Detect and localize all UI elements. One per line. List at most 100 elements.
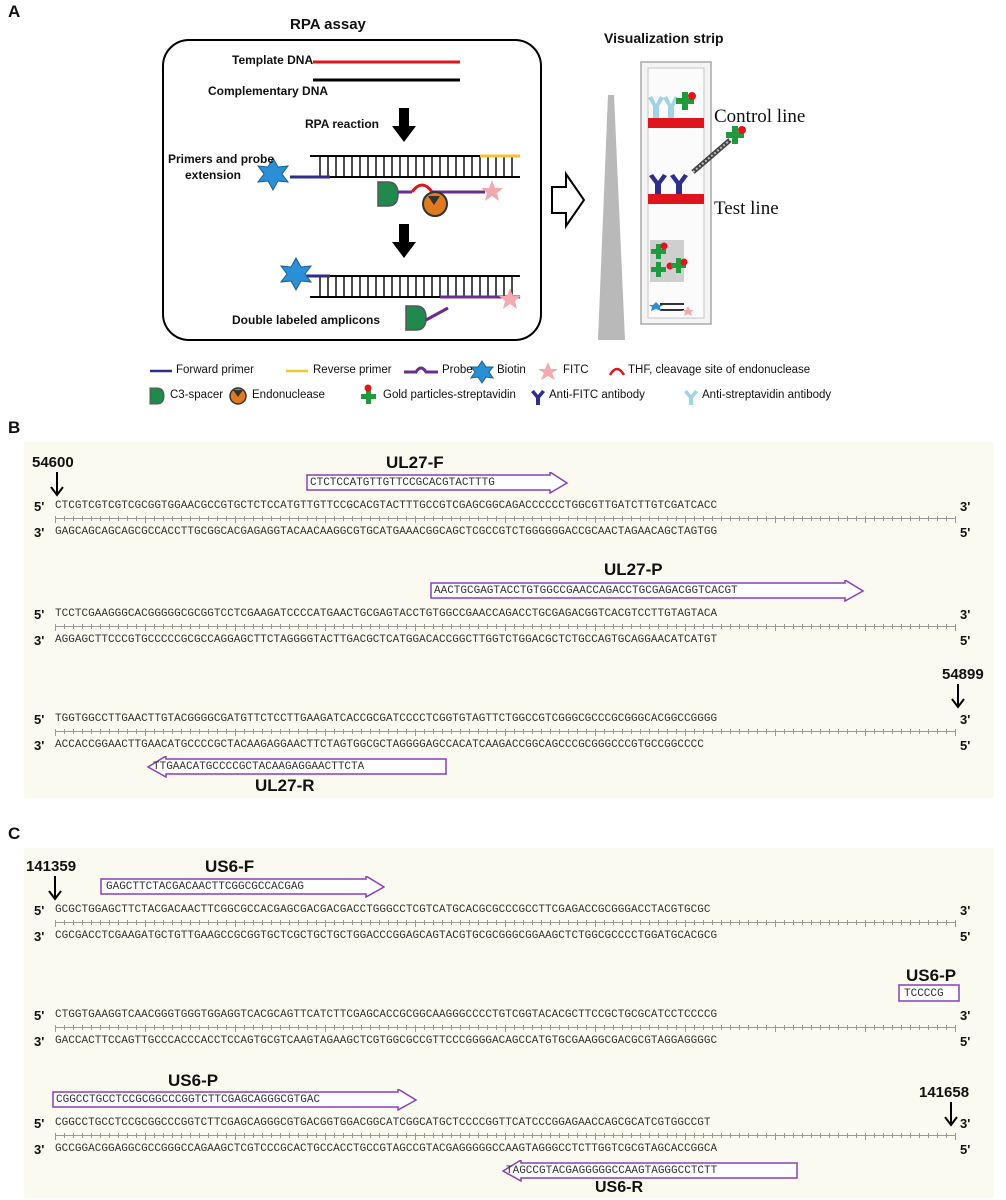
ruler-tick [199, 516, 200, 521]
ruler-tick [775, 1025, 776, 1032]
ruler-tick [253, 516, 254, 521]
ruler-tick [514, 516, 515, 521]
ruler-tick [208, 516, 209, 521]
ruler-tick [163, 1133, 164, 1138]
ruler-tick [100, 920, 101, 925]
ruler-tick [316, 920, 317, 925]
ruler-tick [829, 516, 830, 521]
ruler-tick [496, 516, 497, 521]
ruler-tick [325, 729, 326, 736]
ruler-tick [478, 920, 479, 925]
ruler-tick [703, 729, 704, 734]
ruler-tick [496, 920, 497, 925]
ruler-tick [739, 1025, 740, 1030]
ruler-tick [127, 1133, 128, 1138]
b-row3-3prime-bottom: 3' [34, 738, 45, 753]
ruler-tick [649, 516, 650, 521]
ruler-tick [109, 624, 110, 629]
ruler-tick [793, 624, 794, 629]
ruler-tick [388, 1025, 389, 1030]
ruler-tick [874, 920, 875, 925]
ruler-tick [325, 1133, 326, 1140]
ruler-tick [550, 729, 551, 734]
strip-title: Visualization strip [604, 30, 724, 46]
b-end-arrow [951, 684, 965, 709]
ruler-tick [226, 1025, 227, 1030]
ruler-tick [118, 920, 119, 925]
ruler-tick [136, 624, 137, 629]
ruler-tick [874, 1025, 875, 1030]
ruler-tick [613, 729, 614, 734]
ruler-tick [649, 729, 650, 734]
us6-p-seq-1: TCCCCG [904, 988, 944, 1000]
ruler-tick [901, 920, 902, 925]
ruler-tick [361, 729, 362, 734]
ruler-tick [703, 1133, 704, 1138]
ruler-tick [613, 1025, 614, 1030]
ruler-tick [541, 920, 542, 925]
ruler-tick [136, 1133, 137, 1138]
ruler-tick [433, 624, 434, 629]
ruler-tick [937, 1133, 938, 1138]
ul27-p-label: UL27-P [604, 560, 663, 579]
ruler-tick [163, 516, 164, 521]
ruler-tick [64, 516, 65, 521]
ruler-tick [208, 624, 209, 629]
ruler-tick [757, 624, 758, 629]
ruler-tick [55, 1133, 56, 1140]
ruler-tick [163, 624, 164, 629]
ruler-tick [415, 624, 416, 631]
reaction-arrow-2-shaft [399, 224, 409, 244]
ruler-tick [874, 516, 875, 521]
ruler-tick [370, 729, 371, 734]
ruler-tick [163, 920, 164, 925]
ruler-tick [91, 1133, 92, 1138]
ruler-tick [487, 1133, 488, 1138]
legend-anti-strep-symbol [684, 390, 698, 405]
double-labeled-label: Double labeled amplicons [232, 313, 381, 327]
ruler-tick [883, 920, 884, 925]
ruler-tick [919, 624, 920, 629]
ruler-tick [469, 624, 470, 629]
b-row3-top: TGGTGGCCTTGAACTTGTACGGGGCGATGTTCTCCTTGAA… [55, 713, 718, 725]
ruler-tick [739, 920, 740, 925]
ruler-tick [154, 516, 155, 521]
ruler-tick [685, 1025, 686, 1032]
ruler-tick [820, 1025, 821, 1030]
ruler-tick [640, 516, 641, 521]
ruler-tick [910, 1133, 911, 1138]
ruler-tick [775, 516, 776, 523]
ruler-tick [532, 729, 533, 734]
ruler-tick [946, 1133, 947, 1138]
ruler-tick [460, 516, 461, 521]
ruler-tick [307, 1133, 308, 1138]
ruler-tick [631, 1025, 632, 1030]
ruler-tick [865, 624, 866, 631]
ruler-tick [91, 920, 92, 925]
fitc-star-2 [499, 288, 521, 309]
ruler-tick [217, 1133, 218, 1138]
ruler-tick [469, 729, 470, 734]
ruler-tick [271, 516, 272, 521]
ruler-tick [478, 624, 479, 629]
ruler-tick [874, 1133, 875, 1138]
ruler-tick [235, 1025, 236, 1032]
ruler-tick [883, 1025, 884, 1030]
ruler-tick [523, 516, 524, 521]
b-row1-5prime: 5' [34, 499, 45, 514]
rpa-assay-title: RPA assay [290, 16, 366, 33]
ruler-tick [784, 1133, 785, 1138]
ruler-tick [505, 729, 506, 736]
c-row1-5prime-bottom: 5' [960, 929, 971, 944]
ruler-tick [487, 624, 488, 629]
legend-biotin-star [469, 360, 495, 384]
ruler-tick [946, 920, 947, 925]
ruler-tick [667, 1025, 668, 1030]
c-row3-3prime-top: 3' [960, 1116, 971, 1131]
ruler-tick [73, 624, 74, 629]
ruler-tick [325, 516, 326, 523]
panel-a-letter: A [8, 2, 21, 21]
ruler-tick [775, 1133, 776, 1140]
rpa-assay-diagram [162, 39, 746, 341]
ruler-tick [451, 624, 452, 629]
